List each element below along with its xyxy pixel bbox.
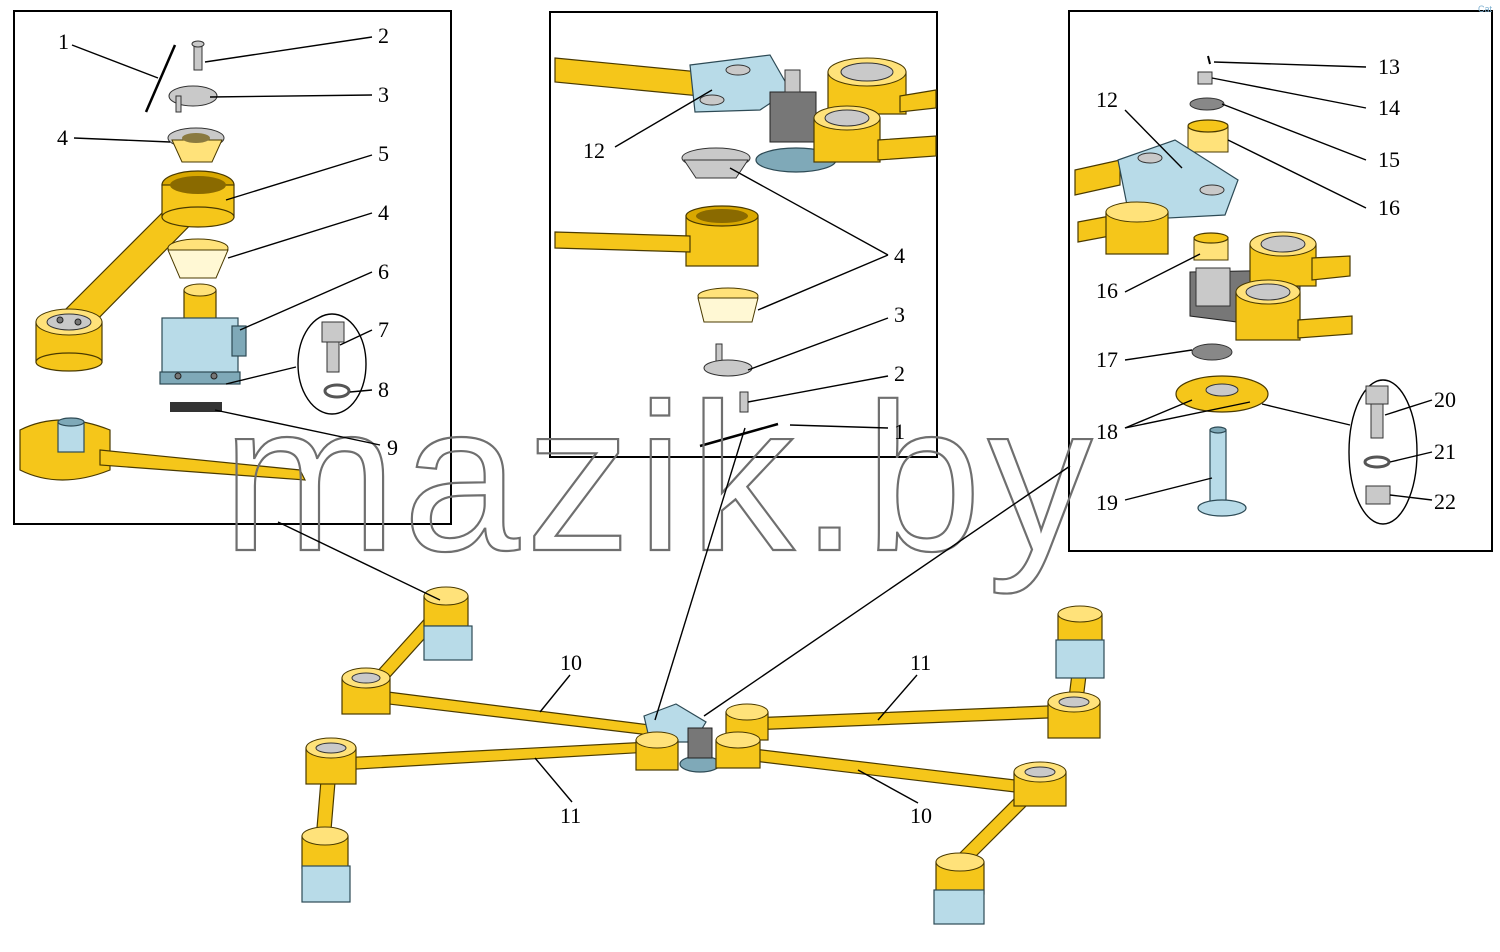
callout-assembly-11b: 11 [560, 803, 581, 828]
bolt-group-ellipse [297, 313, 367, 415]
callout-left-1: 1 [58, 29, 69, 54]
callout-right-20: 20 [1434, 387, 1456, 412]
callout-right-17: 17 [1096, 347, 1118, 372]
end-housing-ne [1055, 605, 1105, 679]
end-housing-w [341, 667, 391, 715]
callout-right-15: 15 [1378, 147, 1400, 172]
callout-assembly-10a: 10 [560, 650, 582, 675]
center-node [635, 703, 769, 773]
callout-mid-3: 3 [894, 302, 905, 327]
end-housing-se2 [933, 852, 985, 925]
middle-panel-parts [554, 54, 937, 448]
callout-left-9: 9 [387, 435, 398, 460]
end-housing-sw2 [301, 826, 351, 903]
callout-right-16b: 16 [1096, 278, 1118, 303]
fastener-group-ellipse [1348, 379, 1418, 525]
cotter-pin-part [144, 44, 177, 113]
callout-numbers: 1 2 3 4 5 4 6 7 8 9 12 4 3 2 1 13 14 12 … [57, 23, 1456, 828]
washer-part-17 [1191, 343, 1233, 361]
axle-part-19 [1209, 429, 1227, 511]
callout-left-8: 8 [378, 377, 389, 402]
callout-mid-12: 12 [583, 138, 605, 163]
bolt-part [321, 321, 345, 343]
callout-left-3: 3 [378, 82, 389, 107]
callout-left-5: 5 [378, 141, 389, 166]
left-panel-parts [19, 40, 367, 481]
washer-part [323, 383, 351, 399]
end-housing-sw1 [305, 737, 357, 785]
callout-mid-1: 1 [894, 419, 905, 444]
flange-part-18 [1175, 375, 1269, 413]
bearing-node-part [1189, 231, 1353, 341]
watermark: mazik.by [222, 360, 1099, 595]
leader-lines [71, 36, 1433, 804]
callout-mid-4: 4 [894, 243, 905, 268]
callout-right-22: 22 [1434, 489, 1456, 514]
callout-right-12: 12 [1096, 87, 1118, 112]
right-panel-parts [1074, 55, 1418, 525]
bearing-housing-part [813, 57, 937, 163]
washer-part-15 [1189, 97, 1225, 111]
end-housing-se1 [1013, 761, 1067, 807]
callout-left-6: 6 [378, 259, 389, 284]
arm-part-lower [554, 205, 759, 267]
nut-part-14 [1197, 71, 1213, 85]
pin-part [193, 43, 203, 71]
beam-11-right [749, 704, 1073, 731]
lever-arm-part [35, 170, 235, 372]
callout-left-4a: 4 [57, 125, 68, 150]
callout-right-13: 13 [1378, 54, 1400, 79]
callout-right-18: 18 [1096, 419, 1118, 444]
callout-right-14: 14 [1378, 95, 1400, 120]
beam-10-left [371, 689, 651, 736]
bolt-part-20 [1365, 385, 1389, 405]
callout-left-4b: 4 [378, 200, 389, 225]
washer-part-21 [1363, 455, 1391, 469]
callout-assembly-11a: 11 [910, 650, 931, 675]
nut-part-22 [1365, 485, 1391, 505]
callout-mid-2: 2 [894, 361, 905, 386]
callout-right-19: 19 [1096, 490, 1118, 515]
split-pin-part-13 [1207, 55, 1211, 65]
callout-assembly-10b: 10 [910, 803, 932, 828]
callout-right-16a: 16 [1378, 195, 1400, 220]
corner-mark: Cat [1478, 4, 1493, 14]
beam-11-left [339, 741, 651, 771]
key-plate-part [170, 402, 222, 412]
end-housing-nw [423, 586, 473, 661]
end-housing-e [1047, 691, 1101, 739]
callout-left-2: 2 [378, 23, 389, 48]
frame-assembly [301, 586, 1105, 925]
bracket-part [159, 283, 247, 385]
callout-right-21: 21 [1434, 439, 1456, 464]
cotter-pin-part-1 [699, 422, 779, 448]
frame-node-part [1074, 139, 1239, 255]
arm-fragment-part [19, 417, 307, 481]
callout-left-7: 7 [378, 317, 389, 342]
